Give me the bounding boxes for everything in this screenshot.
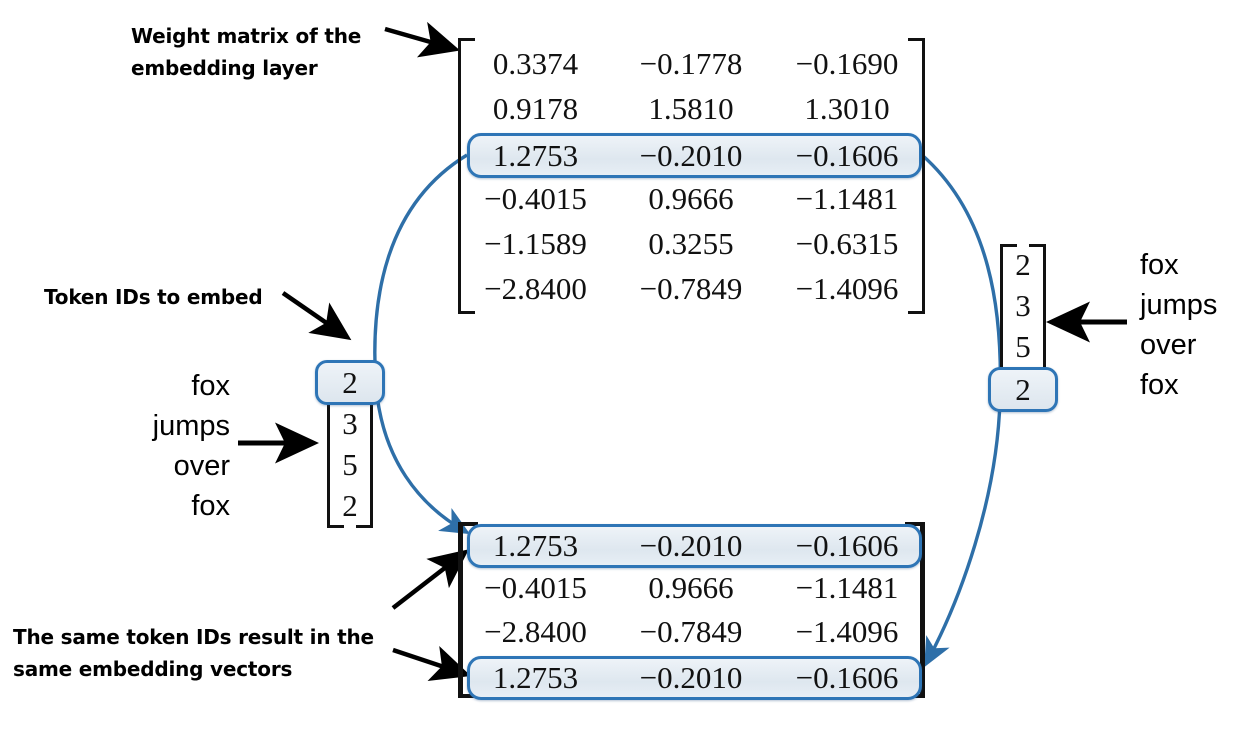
weight-matrix-cell: −0.7849: [639, 270, 743, 306]
weight-matrix-cell: −0.2010: [639, 135, 743, 171]
right-id-bracket-close: [1029, 244, 1046, 410]
weight-matrix-row-highlighted: 1.2753 −0.2010 −0.1606: [458, 131, 925, 176]
embedding-matrix-row-highlighted: 1.2753 −0.2010 −0.1606: [458, 654, 925, 698]
token-ids-pointer-arrow: [281, 291, 352, 341]
embedding-matrix-cell: −0.2010: [639, 526, 743, 561]
left-token-word-list: fox jumps over fox: [110, 366, 230, 526]
embedding-matrix-cell: −2.8400: [484, 614, 587, 649]
weight-matrix-caption: Weight matrix of the embedding layer: [131, 20, 361, 85]
right-id-bracket-open: [1000, 244, 1017, 410]
left-id-row: 3: [342, 406, 358, 441]
weight-matrix-caption-line1: Weight matrix of the: [131, 24, 362, 48]
weight-matrix-cell: 1.3010: [804, 90, 890, 126]
embedding-matrix-bracket-close: [905, 522, 925, 698]
left-id-row: 2: [342, 488, 358, 523]
embedding-matrix-cell: −1.4096: [795, 614, 899, 649]
weight-matrix-cell: −0.4015: [484, 180, 587, 216]
weight-matrix-row: −0.4015 0.9666 −1.1481: [458, 176, 925, 221]
weight-matrix-cell: −0.6315: [795, 225, 899, 261]
token-ids-caption-line1: Token IDs to embed: [44, 285, 263, 309]
weight-matrix: 0.3374 −0.1778 −0.1690 0.9178 1.5810 1.3…: [458, 38, 925, 314]
embedding-matrix-cell: −0.1606: [795, 658, 899, 693]
weight-matrix-cell: −0.1778: [639, 45, 743, 81]
left-id-bracket-close: [356, 362, 373, 528]
embedding-matrix-cell: 1.2753: [492, 658, 579, 693]
right-word-1: jumps: [1140, 289, 1218, 321]
weight-matrix-cell: 0.3255: [648, 225, 734, 261]
weight-matrix-row: −1.1589 0.3255 −0.6315: [458, 221, 925, 266]
embedding-matrix: 1.2753 −0.2010 −0.1606 −0.4015 0.9666 −1…: [458, 522, 925, 698]
left-word-3: fox: [191, 490, 230, 522]
same-ids-pointer-arrow-bottom: [392, 645, 471, 681]
left-connector-curve: [373, 153, 471, 535]
embedding-matrix-cell: −0.1606: [795, 526, 899, 561]
embedding-matrix-row: −2.8400 −0.7849 −1.4096: [458, 610, 925, 654]
weight-matrix-cell: −0.1690: [795, 45, 899, 81]
weight-matrix-cell: −1.1589: [484, 225, 587, 261]
right-id-row: 2: [1015, 247, 1031, 282]
weight-matrix-pointer-arrow: [384, 21, 461, 58]
embedding-matrix-row: −0.4015 0.9666 −1.1481: [458, 566, 925, 610]
same-embedding-caption: The same token IDs result in the same em…: [13, 621, 374, 686]
right-word-3: fox: [1140, 369, 1179, 401]
left-token-id-column: 2 3 5 2: [327, 362, 373, 528]
embedding-matrix-cell: 0.9666: [648, 570, 734, 605]
embedding-matrix-cell: 1.2753: [492, 526, 579, 561]
right-word-2: over: [1140, 329, 1197, 361]
weight-matrix-row: 0.3374 −0.1778 −0.1690: [458, 41, 925, 86]
weight-matrix-bracket-close: [908, 38, 925, 314]
weight-matrix-cell: −2.8400: [484, 270, 587, 306]
weight-matrix-cell: −1.4096: [795, 270, 899, 306]
weight-matrix-cell: −0.1606: [795, 135, 899, 171]
right-id-row: 5: [1015, 329, 1031, 364]
left-word-0: fox: [191, 370, 230, 402]
embedding-matrix-cell: −0.7849: [639, 614, 743, 649]
embedding-matrix-row-highlighted: 1.2753 −0.2010 −0.1606: [458, 522, 925, 566]
left-word-1: jumps: [152, 410, 230, 442]
weight-matrix-cell: 0.3374: [492, 45, 579, 81]
weight-matrix-cell: 0.9178: [492, 90, 579, 126]
embedding-matrix-cell: −0.4015: [484, 570, 587, 605]
weight-matrix-row: 0.9178 1.5810 1.3010: [458, 86, 925, 131]
same-ids-pointer-arrow-top: [391, 549, 469, 610]
same-embedding-caption-line2: same embedding vectors: [13, 657, 293, 682]
weight-matrix-cell: 0.9666: [648, 180, 734, 216]
right-connector-curve: [920, 153, 1003, 668]
weight-matrix-row: −2.8400 −0.7849 −1.4096: [458, 266, 925, 311]
embedding-matrix-cell: −1.1481: [795, 570, 899, 605]
right-token-id-column: 2 3 5 2: [1000, 244, 1046, 410]
weight-matrix-bracket-open: [458, 38, 475, 314]
weight-matrix-cell: −1.1481: [795, 180, 899, 216]
left-word-2: over: [173, 450, 230, 482]
weight-matrix-cell: 1.2753: [492, 135, 579, 171]
right-word-0: fox: [1140, 249, 1179, 281]
token-ids-caption: Token IDs to embed: [44, 281, 263, 313]
same-embedding-caption-line1: The same token IDs result in the: [13, 625, 374, 649]
weight-matrix-caption-line2: embedding layer: [131, 56, 318, 81]
embedding-matrix-bracket-open: [458, 522, 478, 698]
right-token-word-list: fox jumps over fox: [1140, 245, 1244, 405]
weight-matrix-cell: 1.5810: [648, 90, 734, 126]
left-id-row: 5: [342, 447, 358, 482]
right-id-row: 3: [1015, 288, 1031, 323]
embedding-matrix-cell: −0.2010: [639, 658, 743, 693]
left-id-bracket-open: [327, 362, 344, 528]
